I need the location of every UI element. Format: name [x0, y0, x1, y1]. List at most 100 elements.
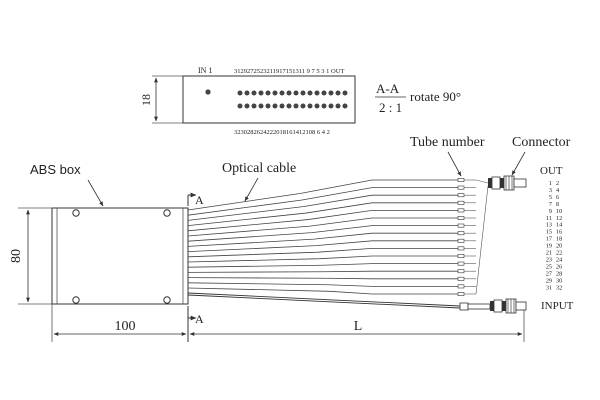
section-view: IN 1 3129272523211917151311 9 7 5 3 1 OU…: [139, 66, 461, 136]
connector-label: Connector: [512, 135, 571, 150]
tube-marker: [457, 185, 465, 190]
fiber-line: [187, 255, 458, 263]
tube-marker: [457, 193, 465, 198]
port-number: 21: [546, 250, 552, 257]
port-number: 18: [556, 236, 562, 243]
port-number: 8: [556, 201, 559, 208]
fiber-line: [187, 202, 458, 226]
input-connector: [490, 298, 527, 314]
tube-hole: [321, 90, 327, 96]
fiber-line: [187, 232, 458, 247]
tube-hole: [237, 90, 243, 96]
in-label: IN 1: [198, 66, 212, 75]
tube-hole: [265, 90, 271, 96]
tube-hole: [279, 103, 285, 109]
tube-hole: [279, 90, 285, 96]
section-mark-bottom: A: [195, 312, 204, 326]
section-mark-top: A: [195, 193, 204, 207]
section-name: A-A: [376, 81, 400, 96]
tube-marker: [457, 292, 465, 296]
port-number: 13: [546, 222, 552, 229]
port-number: 3: [549, 187, 552, 194]
port-number: 11: [546, 215, 552, 222]
cable-length-dim: L: [354, 319, 363, 334]
tube-hole: [251, 103, 257, 109]
tube-hole: [272, 90, 278, 96]
port-number: 1: [549, 180, 552, 187]
tube-marker: [457, 178, 465, 182]
port-number: 10: [556, 208, 562, 215]
tube-hole: [286, 103, 292, 109]
port-number: 9: [549, 208, 552, 215]
box-width-dim: 100: [115, 319, 136, 334]
fiber-bundle: [187, 178, 489, 296]
port-number: 4: [556, 187, 559, 194]
abs-box: [51, 207, 189, 305]
port-number: 19: [546, 243, 552, 250]
port-number: 29: [546, 277, 552, 284]
fiber-line: [187, 240, 458, 252]
tube-hole: [328, 103, 334, 109]
fiber-line: [187, 225, 458, 242]
tube-marker: [457, 223, 465, 228]
fiber-line: [187, 270, 458, 273]
abs-box-label: ABS box: [30, 162, 81, 177]
fiber-line: [187, 217, 458, 237]
box-height-dim: 80: [9, 249, 24, 263]
height-dim-18: 18: [139, 94, 153, 106]
fiber-line: [187, 282, 458, 287]
port-number: 24: [556, 256, 562, 263]
fiber-tail: [475, 179, 489, 295]
fiber-line: [187, 287, 458, 295]
fiber-line: [187, 277, 458, 280]
port-number: 31: [546, 284, 552, 291]
tube-hole: [342, 103, 348, 109]
port-number: 16: [556, 229, 562, 236]
input-cable: [187, 292, 491, 311]
tube-hole: [321, 103, 327, 109]
top-hole-row: [237, 90, 348, 96]
tube-hole: [258, 103, 264, 109]
port-number: 28: [556, 270, 562, 277]
bottom-hole-row: [237, 103, 348, 109]
tube-marker: [457, 231, 465, 236]
tube-marker: [457, 208, 465, 213]
tube-hole: [286, 90, 292, 96]
tube-hole: [258, 90, 264, 96]
tube-hole: [265, 103, 271, 109]
port-number: 5: [549, 194, 552, 201]
port-number: 20: [556, 243, 562, 250]
tube-hole: [307, 90, 313, 96]
tube-marker: [457, 200, 465, 205]
tube-hole: [244, 90, 250, 96]
tube-number-label: Tube number: [410, 135, 485, 150]
input-hole: [205, 89, 211, 95]
screw-hole: [163, 209, 171, 217]
tube-hole: [293, 103, 299, 109]
tube-hole: [251, 90, 257, 96]
tube-marker: [457, 254, 465, 258]
tube-marker: [457, 284, 465, 289]
out-label: OUT: [540, 165, 563, 177]
tube-hole: [335, 103, 341, 109]
port-number: 12: [556, 215, 562, 222]
tube-marker: [457, 238, 465, 243]
section-scale: 2 : 1: [379, 100, 402, 115]
port-number: 22: [556, 250, 562, 257]
fiber-line: [187, 210, 458, 232]
tube-marker: [457, 246, 465, 251]
port-number: 15: [546, 229, 552, 236]
port-number: 6: [556, 194, 559, 201]
rotate-note: rotate 90°: [410, 89, 461, 104]
tube-hole: [328, 90, 334, 96]
tube-hole: [342, 90, 348, 96]
tube-hole: [237, 103, 243, 109]
port-number: 27: [546, 270, 552, 277]
fiber-line: [187, 179, 458, 211]
port-number: 30: [556, 277, 562, 284]
fiber-line: [187, 187, 458, 216]
tube-marker: [457, 276, 465, 281]
fiber-line: [187, 248, 458, 258]
